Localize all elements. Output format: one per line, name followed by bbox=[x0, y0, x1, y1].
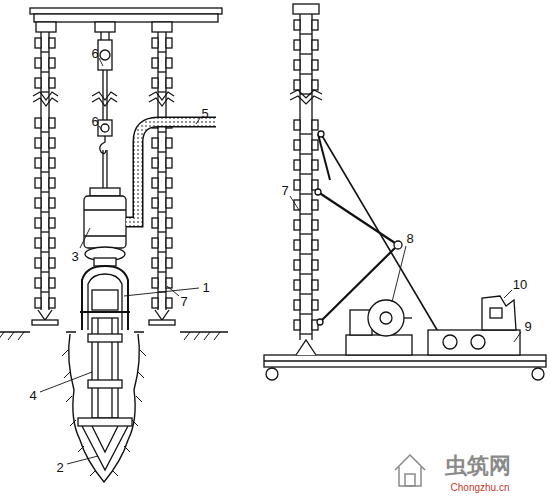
watermark: 虫筑网 bbox=[445, 455, 511, 477]
callout-number: 7 bbox=[180, 295, 187, 308]
watermark-icon bbox=[395, 455, 425, 486]
callout-number: 3 bbox=[71, 250, 78, 263]
watermark-url: Chongzhu.cn bbox=[451, 483, 510, 493]
leader-chains bbox=[35, 14, 318, 340]
right-figure bbox=[264, 4, 546, 380]
callout-number: 6 bbox=[91, 115, 98, 128]
left-figure bbox=[0, 8, 228, 482]
callout-number: 10 bbox=[513, 278, 527, 291]
callout-number: 7 bbox=[281, 184, 288, 197]
callout-number: 5 bbox=[201, 107, 208, 120]
callout-number: 8 bbox=[406, 232, 413, 245]
callout-number: 9 bbox=[524, 320, 531, 333]
callout-number: 4 bbox=[29, 389, 36, 402]
callout-number: 6 bbox=[91, 47, 98, 60]
callout-number: 2 bbox=[56, 461, 63, 474]
callout-number: 1 bbox=[202, 281, 209, 294]
